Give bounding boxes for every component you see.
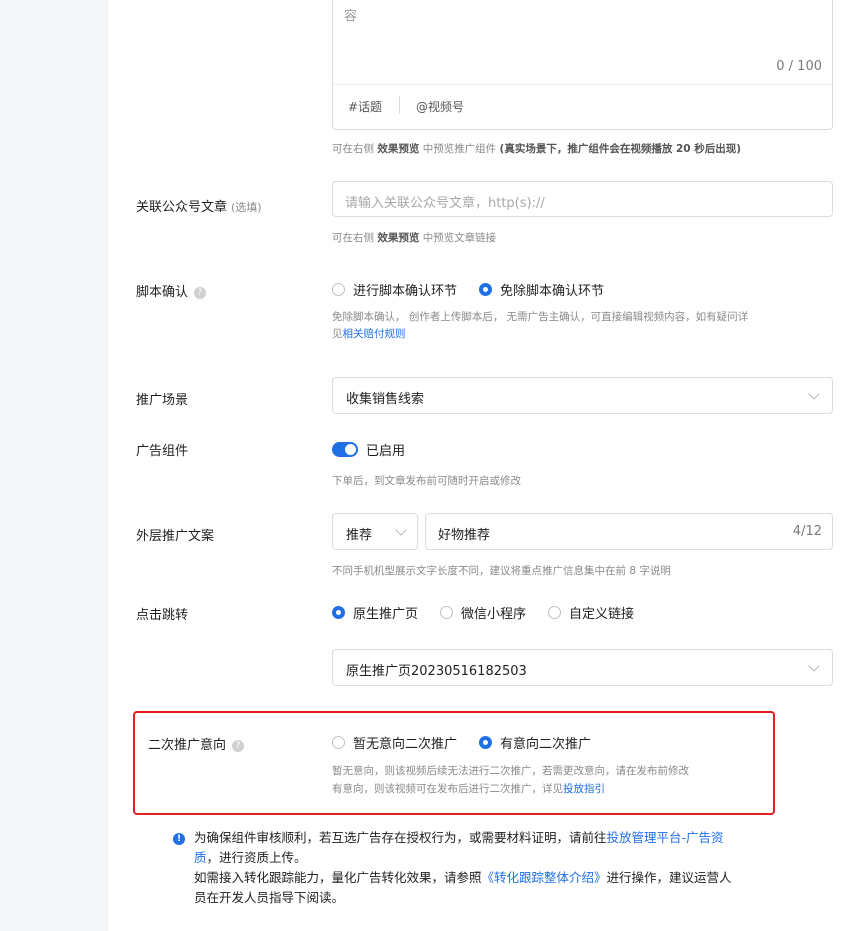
preview-link-text: 效果预览: [377, 143, 420, 155]
conversion-tracking-link[interactable]: 《转化跟踪整体介绍》: [481, 870, 607, 885]
click-jump-radio-group: 原生推广页 微信小程序 自定义链接: [332, 603, 656, 622]
radio-indicator: [548, 606, 562, 619]
radio-skip-script-confirm[interactable]: 免除脚本确认环节: [479, 280, 604, 299]
topic-tag-button[interactable]: #话题: [348, 100, 383, 114]
notice-text: 为确保组件审核顺利，若互选广告存在授权行为，或需要材料证明，请前往投放管理平台-…: [194, 830, 732, 905]
article-input[interactable]: 请输入关联公众号文章，http(s)://: [332, 181, 833, 217]
radio-indicator-selected: [479, 283, 493, 296]
radio-indicator: [332, 736, 345, 749]
script-confirm-hint: 免除脚本确认， 创作者上传脚本后， 无需广告主确认，可直接编辑视频内容，如有疑问…: [332, 311, 749, 340]
radio-indicator-selected: [479, 736, 493, 749]
tag-separator: [399, 96, 400, 114]
ad-component-label: 广告组件: [136, 444, 189, 459]
secondary-label: 二次推广意向?: [148, 734, 245, 753]
form-page: 容 0 / 100 #话题 @视频号 可在右侧 效果预览 中预览推广组件 (真实…: [108, 0, 866, 931]
help-icon[interactable]: ?: [232, 740, 245, 752]
outer-copy-type-value: 推荐: [346, 528, 373, 543]
description-divider: [333, 84, 832, 85]
description-counter: 0 / 100: [776, 59, 822, 74]
channel-tag-button[interactable]: @视频号: [416, 100, 465, 114]
info-icon: !: [173, 833, 185, 845]
radio-native-page[interactable]: 原生推广页: [332, 603, 418, 622]
chevron-down-icon: [808, 660, 820, 672]
article-label: 关联公众号文章(选填): [136, 200, 262, 215]
article-hint: 可在右侧 效果预览 中预览文章链接: [332, 232, 497, 244]
outer-copy-counter: 4/12: [792, 524, 822, 539]
radio-custom-link[interactable]: 自定义链接: [548, 603, 634, 622]
chevron-down-icon: [808, 388, 820, 400]
script-confirm-label: 脚本确认?: [136, 281, 207, 300]
radio-indicator: [440, 606, 454, 619]
radio-mini-program[interactable]: 微信小程序: [440, 603, 526, 622]
help-icon[interactable]: ?: [194, 287, 207, 299]
description-trailing-text: 容: [344, 9, 358, 24]
scenario-select[interactable]: 收集销售线索: [332, 377, 833, 414]
outer-copy-type-select[interactable]: 推荐: [332, 513, 418, 550]
native-page-select[interactable]: 原生推广页20230516182503: [332, 649, 833, 686]
radio-yes-secondary[interactable]: 有意向二次推广: [479, 733, 591, 752]
radio-indicator: [332, 283, 345, 296]
ad-component-status: 已启用: [366, 444, 406, 459]
toggle-knob: [345, 444, 356, 455]
outer-copy-label: 外层推广文案: [136, 529, 215, 544]
description-hint: 可在右侧 效果预览 中预览推广组件 (真实场景下，推广组件会在视频播放 20 秒…: [332, 143, 742, 155]
scenario-value: 收集销售线索: [346, 392, 425, 407]
ad-management-platform-link-cont[interactable]: 质: [194, 850, 207, 865]
radio-do-script-confirm[interactable]: 进行脚本确认环节: [332, 280, 457, 299]
article-placeholder: 请输入关联公众号文章，http(s)://: [345, 196, 545, 211]
native-page-value: 原生推广页20230516182503: [346, 664, 527, 679]
click-jump-label: 点击跳转: [136, 608, 189, 623]
description-textarea[interactable]: 容 0 / 100 #话题 @视频号: [332, 0, 833, 130]
radio-no-secondary[interactable]: 暂无意向二次推广: [332, 733, 457, 752]
delivery-guide-link[interactable]: 投放指引: [563, 783, 605, 795]
highlight-box: [133, 711, 775, 815]
outer-copy-hint: 不同手机机型展示文字长度不同，建议将重点推广信息集中在前 8 字说明: [332, 565, 671, 577]
compensation-rules-link[interactable]: 相关赔付规则: [342, 328, 406, 340]
ad-component-hint: 下单后，到文章发布前可随时开启或修改: [332, 475, 521, 487]
ad-management-platform-link[interactable]: 投放管理平台-广告资: [606, 830, 724, 845]
outer-copy-input[interactable]: 好物推荐 4/12: [425, 513, 833, 550]
chevron-down-icon: [395, 524, 407, 536]
secondary-radio-group: 暂无意向二次推广 有意向二次推广: [332, 733, 613, 752]
secondary-hint: 暂无意向，则该视频后续无法进行二次推广，若需更改意向，请在发布前修改 有意向，则…: [332, 765, 689, 795]
radio-indicator-selected: [332, 606, 345, 619]
script-confirm-radio-group: 进行脚本确认环节 免除脚本确认环节: [332, 280, 626, 299]
scenario-label: 推广场景: [136, 393, 189, 408]
ad-component-toggle[interactable]: [332, 442, 358, 457]
outer-copy-text: 好物推荐: [438, 528, 491, 543]
